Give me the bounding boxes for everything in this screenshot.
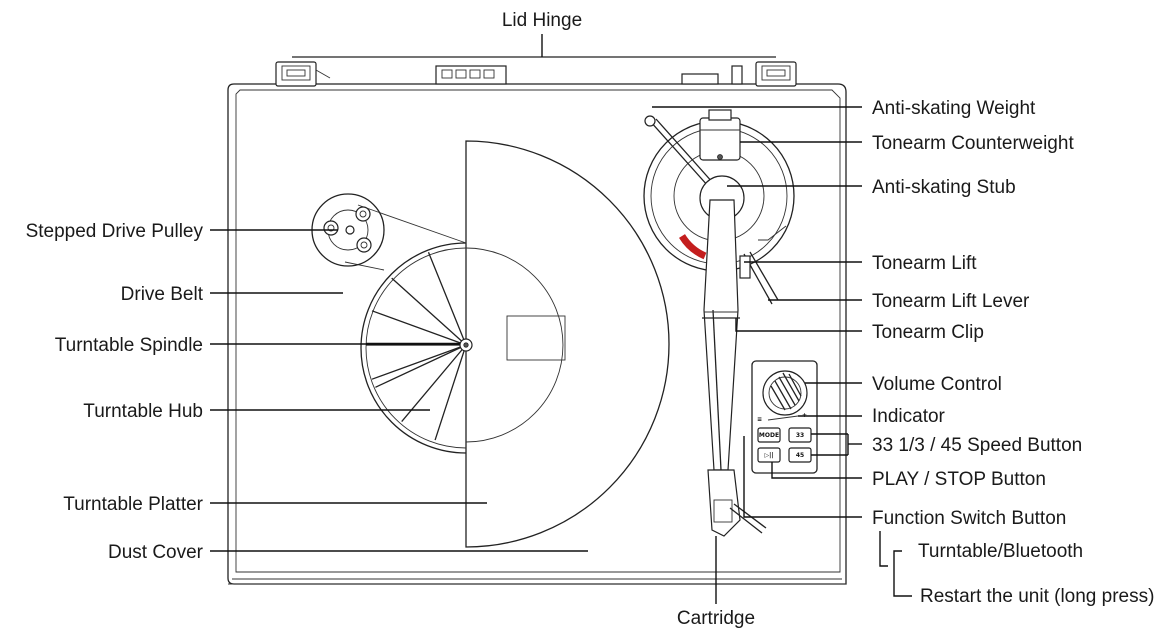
svg-text:45: 45 [796, 452, 804, 459]
label-volume-control: Volume Control [872, 374, 1002, 395]
rear-connectors [435, 65, 743, 85]
label-anti-skating-weight: Anti-skating Weight [872, 98, 1036, 119]
label-stepped-drive-pulley: Stepped Drive Pulley [26, 221, 204, 242]
label-turntable-spindle: Turntable Spindle [55, 335, 203, 356]
svg-text:MODE: MODE [759, 432, 779, 439]
label-turntable-hub: Turntable Hub [83, 401, 203, 422]
label-lid-hinge: Lid Hinge [502, 10, 582, 31]
label-cartridge: Cartridge [677, 608, 755, 629]
callout-labels: Lid Hinge Anti-skating Weight Tonearm Co… [26, 10, 1155, 629]
left-lid-hinge [275, 61, 331, 87]
label-indicator: Indicator [872, 406, 946, 427]
label-dust-cover: Dust Cover [108, 542, 204, 563]
right-lid-hinge [755, 61, 797, 87]
volume-control-knob[interactable] [762, 370, 808, 416]
label-function-switch-button: Function Switch Button [872, 508, 1066, 529]
hub-spoke [375, 344, 467, 388]
label-anti-skating-stub: Anti-skating Stub [872, 177, 1016, 198]
label-drive-belt: Drive Belt [121, 284, 204, 305]
label-tonearm-counterweight: Tonearm Counterweight [872, 133, 1074, 154]
svg-text:33: 33 [796, 432, 804, 439]
label-play-stop-button: PLAY / STOP Button [872, 469, 1046, 490]
hub-spoke [401, 344, 467, 423]
label-speed-button: 33 1/3 / 45 Speed Button [872, 435, 1082, 456]
control-panel: ≡ + MODE 33 ▷|| 45 [751, 360, 818, 474]
label-turntable-bluetooth: Turntable/Bluetooth [918, 541, 1083, 562]
mode-button[interactable]: MODE [757, 427, 781, 443]
speed-45-button[interactable]: 45 [788, 447, 812, 463]
leader-lines [210, 34, 912, 604]
hub-spoke [434, 344, 467, 441]
label-tonearm-lift: Tonearm Lift [872, 253, 977, 274]
label-tonearm-lift-lever: Tonearm Lift Lever [872, 291, 1030, 312]
turntable-hub [360, 242, 467, 454]
label-tonearm-clip: Tonearm Clip [872, 322, 984, 343]
svg-text:≡: ≡ [757, 416, 762, 423]
label-turntable-platter: Turntable Platter [63, 494, 203, 515]
speed-33-button[interactable]: 33 [788, 427, 812, 443]
hub-spoke [371, 344, 467, 380]
turntable-spindle [459, 338, 473, 352]
play-stop-button[interactable]: ▷|| [757, 447, 781, 463]
drive-belt [344, 204, 467, 271]
hub-spoke [427, 252, 467, 346]
stepped-drive-pulley [311, 193, 385, 267]
hub-spoke [391, 277, 467, 346]
turntable-body [227, 56, 847, 585]
hub-spoke [371, 310, 467, 346]
svg-text:▷||: ▷|| [765, 452, 774, 459]
label-restart-unit: Restart the unit (long press) [920, 586, 1154, 607]
tonearm-assembly [643, 109, 795, 537]
turntable-platter [465, 140, 670, 548]
